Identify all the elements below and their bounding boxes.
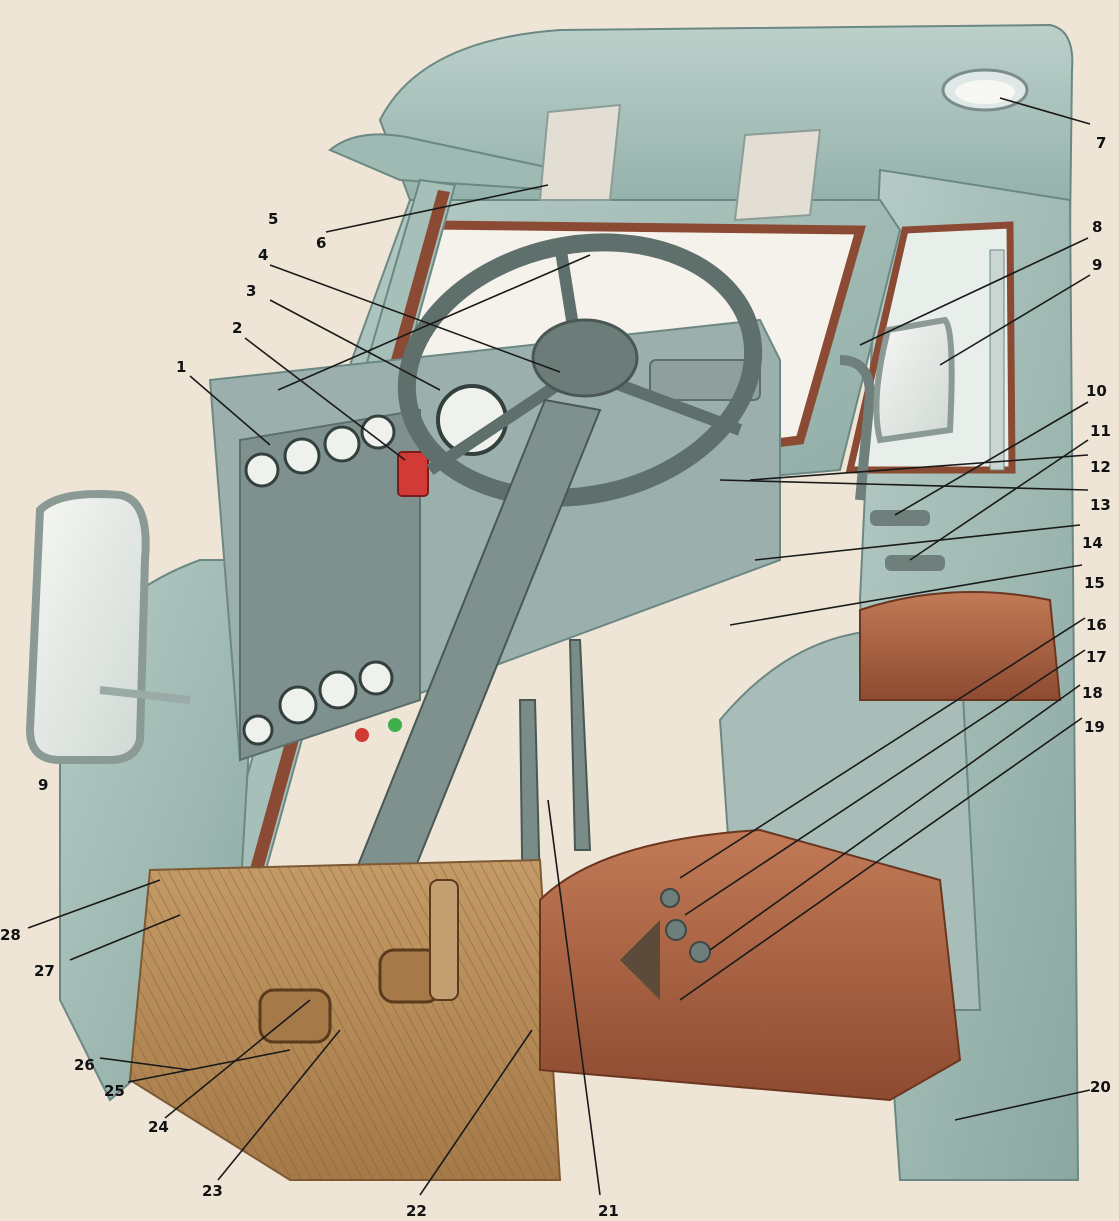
cluster-dials [244,414,396,488]
callout-21: 21 [598,1202,619,1220]
callout-16: 16 [1086,616,1107,634]
fire-extinguisher [397,451,429,497]
callout-6: 6 [316,234,326,252]
callout-4: 4 [258,246,268,264]
callout-14: 14 [1082,534,1103,552]
grab-handle [839,355,876,501]
callout-28: 28 [0,926,21,944]
window-crank [885,555,945,571]
callout-23: 23 [202,1182,223,1200]
callout-12: 12 [1090,458,1111,476]
callout-20: 20 [1090,1078,1111,1096]
leader-lines [27,97,1091,1196]
passenger-seat-cushion [859,591,1062,701]
clutch-pedal [258,988,332,1044]
callout-8: 8 [1092,218,1102,236]
left-sun-visor [538,103,622,201]
door-window-post [989,249,1005,471]
right-sun-visor [733,128,822,222]
callout-26: 26 [74,1056,95,1074]
callout-7: 7 [1096,134,1106,152]
accelerator-pedal [429,879,459,1001]
instrument-panel-gauges [242,660,394,746]
right-rear-view-mirror [873,316,955,444]
door-handle [870,510,930,526]
steering-wheel [397,233,763,507]
callout-13: 13 [1090,496,1111,514]
callout-25: 25 [104,1082,125,1100]
callout-labels: 1 2 3 4 5 6 7 8 9 9 10 11 12 13 14 15 16… [0,134,1111,1220]
callout-19: 19 [1084,718,1105,736]
green-indicator-lamp [388,718,402,732]
mirror-arm [99,686,191,704]
callout-2: 2 [232,319,242,337]
callout-1: 1 [176,358,186,376]
left-rear-view-mirror [25,490,150,764]
glovebox [649,359,761,401]
callout-11: 11 [1090,422,1111,440]
seat-box [539,828,962,1102]
callout-10: 10 [1086,382,1107,400]
callout-17: 17 [1086,648,1107,666]
callout-9-left: 9 [38,776,48,794]
horn-button [531,318,639,398]
callout-15: 15 [1084,574,1105,592]
callout-18: 18 [1082,684,1103,702]
transfer-lever [568,639,592,851]
callout-24: 24 [148,1118,169,1136]
callout-27: 27 [34,962,55,980]
callout-22: 22 [406,1202,427,1220]
seat-box-shadow [620,920,660,1000]
red-warning-lamp [355,728,369,742]
seat-knobs [660,888,711,963]
callout-3: 3 [246,282,256,300]
callout-5: 5 [268,210,278,228]
callout-9-right: 9 [1092,256,1102,274]
